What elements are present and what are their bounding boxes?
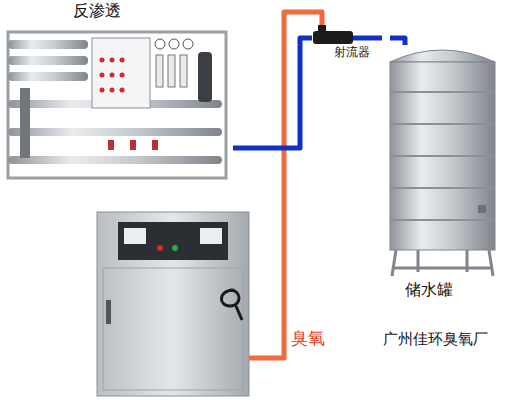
meter: [124, 228, 146, 244]
water-pipe: [353, 36, 382, 41]
pipe-label: 臭氧: [291, 329, 325, 349]
tank-unit: 储水罐: [385, 45, 515, 303]
door-handle: [106, 300, 111, 324]
control-panel: [92, 38, 150, 108]
valves: [108, 140, 158, 150]
meter: [200, 228, 222, 244]
membrane-tube: [8, 72, 88, 81]
membrane-tube: [8, 40, 88, 49]
ejector-inlet: [318, 25, 326, 33]
indicator: [172, 245, 178, 251]
equipment-label: 射流器: [334, 46, 390, 60]
membrane-tube: [8, 128, 222, 136]
membrane-tube: [8, 156, 222, 164]
ro-frame: [8, 32, 226, 178]
power-cable: [221, 290, 242, 320]
pressure-gauges: [155, 39, 193, 49]
water-pipe: [233, 38, 312, 148]
tank-body: [390, 62, 495, 250]
tank-dome: [390, 50, 495, 62]
pump: [20, 88, 30, 158]
watermark: 广州佳环臭氧厂: [383, 331, 488, 348]
tank-bands: [390, 92, 495, 220]
ozone-pipe: [249, 12, 322, 358]
ro-machine: [8, 32, 226, 178]
panel-buttons: [100, 58, 125, 93]
water-pipe: [390, 38, 405, 45]
generator-door: [103, 268, 243, 390]
indicator: [157, 245, 163, 251]
generator-panel: [118, 222, 228, 260]
ozone-generator: [97, 212, 249, 396]
equipment-label: 储水罐: [405, 281, 515, 299]
flow-meters: [156, 55, 187, 87]
equipment-label: 反渗透: [73, 2, 233, 20]
generator-cabinet: [97, 212, 249, 396]
ejector-unit: 射流器: [312, 28, 390, 66]
tank-legs: [392, 250, 493, 276]
tank-outlet: [478, 205, 486, 213]
membrane-tube: [8, 56, 88, 65]
storage-tank: [390, 50, 495, 276]
ejector: [313, 25, 382, 44]
pump: [198, 52, 212, 102]
equipment-unit: 反渗透: [5, 2, 233, 187]
